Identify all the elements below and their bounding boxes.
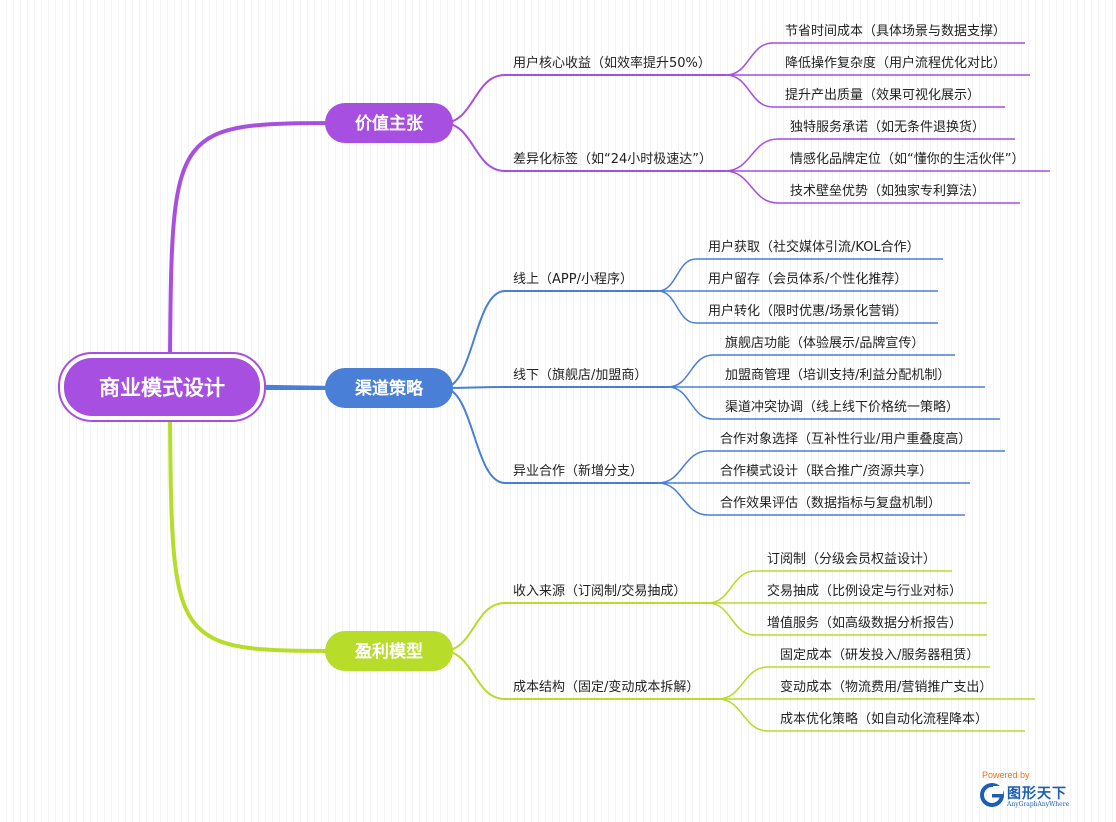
leaf-node-label: 变动成本（物流费用/营销推广支出） [780, 679, 992, 695]
sub-branch-label: 差异化标签（如“24小时极速达”） [513, 151, 712, 167]
connector-sub-to-leaf [707, 602, 756, 636]
node-layer: 用户核心收益（如效率提升50%） 节省时间成本（具体场景与数据支撑） 降低操作复杂度… [58, 24, 1024, 727]
watermark-brand-name: 图形天下 [1007, 786, 1067, 802]
branch-node-label: 盈利模型 [354, 641, 423, 662]
leaf-node-label: 独特服务承诺（如无条件退换货） [790, 119, 985, 135]
leaf-node-label: 技术壁垒优势（如独家专利算法） [790, 183, 985, 199]
leaf-node-label: 旗舰店功能（体验展示/品牌宣传） [725, 335, 924, 351]
root-node-label: 商业模式设计 [99, 376, 225, 400]
leaf-node-label: 订阅制（分级会员权益设计） [767, 551, 936, 567]
leaf-node-label: 成本优化策略（如自动化流程降本） [780, 711, 988, 727]
sub-branch-label: 收入来源（订阅制/交易抽成） [513, 583, 686, 599]
leaf-node-label: 加盟商管理（培训支持/利益分配机制） [725, 367, 950, 383]
watermark-powered-text: Powered by [982, 770, 1030, 780]
leaf-node-label: 提升产出质量（效果可视化展示） [785, 87, 980, 103]
branch-node [325, 631, 453, 671]
leaf-node-label: 合作模式设计（联合推广/资源共享） [720, 463, 932, 479]
sub-branch-label: 成本结构（固定/变动成本拆解） [513, 679, 699, 695]
connector-branch-to-sub [442, 650, 506, 700]
branch-node [325, 103, 453, 143]
connector-branch-to-sub [442, 122, 506, 172]
leaf-node-label: 用户获取（社交媒体引流/KOL合作） [708, 239, 920, 255]
connector-sub-to-leaf [724, 138, 779, 172]
leaf-node-label: 增值服务（如高级数据分析报告） [767, 615, 962, 631]
connector-sub-to-leaf [717, 698, 769, 732]
leaf-node-label: 渠道冲突协调（线上线下价格统一策略） [725, 399, 959, 415]
connector-sub-to-leaf [717, 666, 769, 700]
connector-branch-to-sub [442, 387, 506, 484]
leaf-node-label: 用户转化（限时优惠/场景化营销） [708, 303, 907, 319]
connector-sub-to-leaf [657, 482, 709, 516]
connector-branch-to-sub [442, 602, 506, 652]
leaf-node-label: 节省时间成本（具体场景与数据支撑） [785, 24, 1006, 39]
connector-layer [168, 42, 1050, 732]
sub-branch-label: 线上（APP/小程序） [513, 272, 633, 287]
leaf-node-label: 交易抽成（比例设定与行业对标） [767, 583, 962, 599]
leaf-node-label: 用户留存（会员体系/个性化推荐） [708, 271, 907, 287]
connector-branch-to-sub [442, 74, 506, 124]
connector-sub-to-leaf [657, 258, 697, 292]
leaf-node-label: 固定成本（研发投入/服务器租赁） [780, 647, 979, 663]
watermark: Powered by 图形天下 AnyGraphAnyWhere [980, 770, 1090, 810]
connector-sub-to-leaf [725, 42, 774, 76]
connector-sub-to-leaf [707, 570, 756, 604]
connector-root-to-branch [168, 121, 346, 358]
watermark-brand-subtitle: AnyGraphAnyWhere [1007, 801, 1070, 808]
sub-branch-label: 线下（旗舰店/加盟商） [513, 367, 647, 383]
leaf-node-label: 合作效果评估（数据指标与复盘机制） [720, 495, 941, 511]
branch-node-label: 价值主张 [355, 113, 424, 134]
connector-sub-to-leaf [725, 74, 774, 108]
connector-root-to-branch [168, 416, 346, 653]
connector-sub-to-leaf [724, 170, 779, 204]
leaf-node-label: 降低操作复杂度（用户流程优化对比） [785, 55, 1006, 71]
sub-branch-label: 用户核心收益（如效率提升50%） [513, 55, 711, 71]
sub-branch-label: 异业合作（新增分支） [513, 463, 643, 479]
connector-sub-to-leaf [667, 386, 714, 420]
connector-sub-to-leaf [667, 354, 714, 388]
branch-node [325, 368, 453, 408]
connector-sub-to-leaf [657, 450, 709, 484]
root-node [64, 358, 260, 416]
connector-sub-to-leaf [657, 290, 697, 324]
leaf-node-label: 合作对象选择（互补性行业/用户重叠度高） [720, 431, 971, 447]
leaf-node-label: 情感化品牌定位（如“懂你的生活伙伴”） [790, 151, 1024, 167]
g-logo-icon [980, 783, 1004, 807]
connector-branch-to-sub [442, 290, 506, 389]
branch-node-label: 渠道策略 [354, 378, 424, 399]
